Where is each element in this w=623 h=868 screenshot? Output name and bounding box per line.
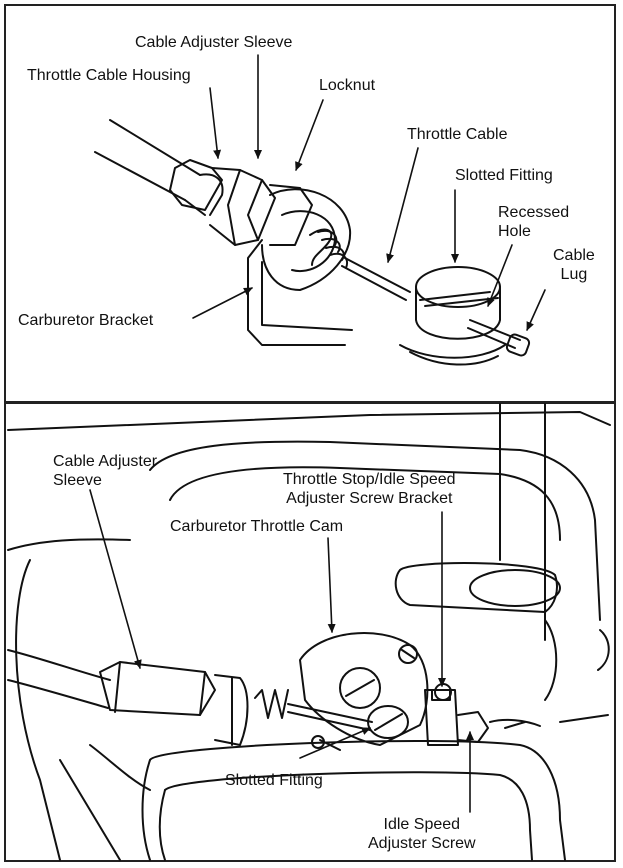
label-throttle-cable-housing: Throttle Cable Housing — [27, 67, 191, 84]
label-slotted-fitting-bottom: Slotted Fitting — [225, 772, 323, 789]
label-cable-adjuster-sleeve-bottom: Cable Adjuster Sleeve — [53, 453, 158, 489]
figure-frame — [4, 4, 616, 862]
top-leader-lines — [192, 54, 546, 331]
bottom-leader-lines — [89, 489, 474, 813]
label-throttle-stop-bracket: Throttle Stop/Idle Speed Adjuster Screw … — [283, 471, 456, 507]
label-carburetor-throttle-cam: Carburetor Throttle Cam — [170, 518, 344, 535]
label-cable-adjuster-sleeve-top: Cable Adjuster Sleeve — [135, 34, 293, 51]
label-throttle-cable: Throttle Cable — [407, 126, 508, 143]
panel-divider — [4, 401, 616, 404]
bottom-carburetor-assembly — [7, 403, 611, 861]
label-slotted-fitting-top: Slotted Fitting — [455, 167, 553, 184]
label-locknut: Locknut — [319, 77, 376, 94]
top-cable-assembly — [94, 119, 531, 366]
label-recessed-hole: Recessed Hole — [498, 204, 570, 240]
label-cable-lug: Cable Lug — [553, 247, 595, 283]
label-carburetor-bracket: Carburetor Bracket — [18, 312, 154, 329]
label-idle-speed-adjuster-screw: Idle Speed Adjuster Screw — [368, 816, 476, 852]
